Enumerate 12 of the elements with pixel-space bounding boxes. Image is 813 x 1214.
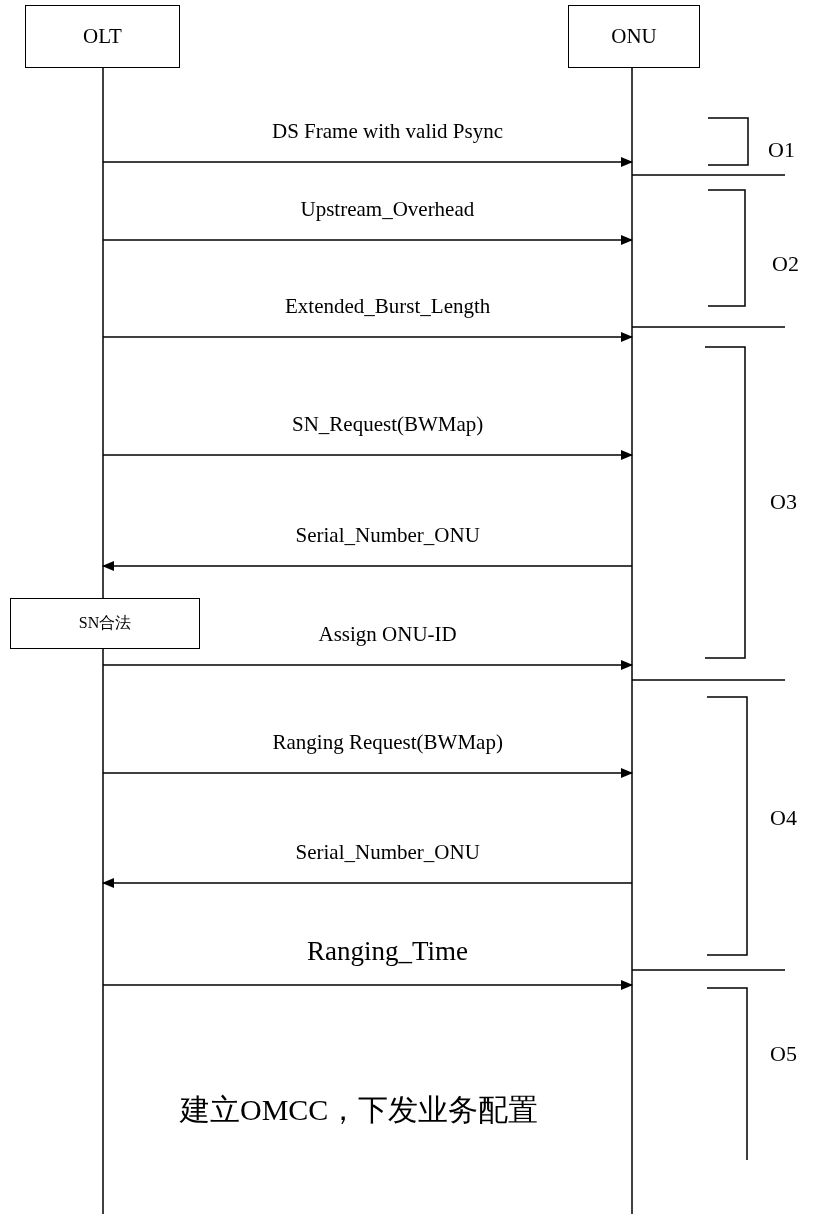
note-box: SN合法: [10, 598, 200, 649]
message-arrow: [102, 332, 633, 342]
message-arrow: [102, 660, 633, 670]
message-arrow: [102, 768, 633, 778]
message-arrow: [102, 235, 633, 245]
lifeline-header-box: OLT: [25, 5, 180, 68]
lifeline-header-box: ONU: [568, 5, 700, 68]
message-arrow: [102, 157, 633, 167]
message-arrow: [102, 878, 633, 888]
message-arrow: [102, 561, 633, 571]
message-arrow: [102, 980, 633, 990]
message-arrow: [102, 450, 633, 460]
